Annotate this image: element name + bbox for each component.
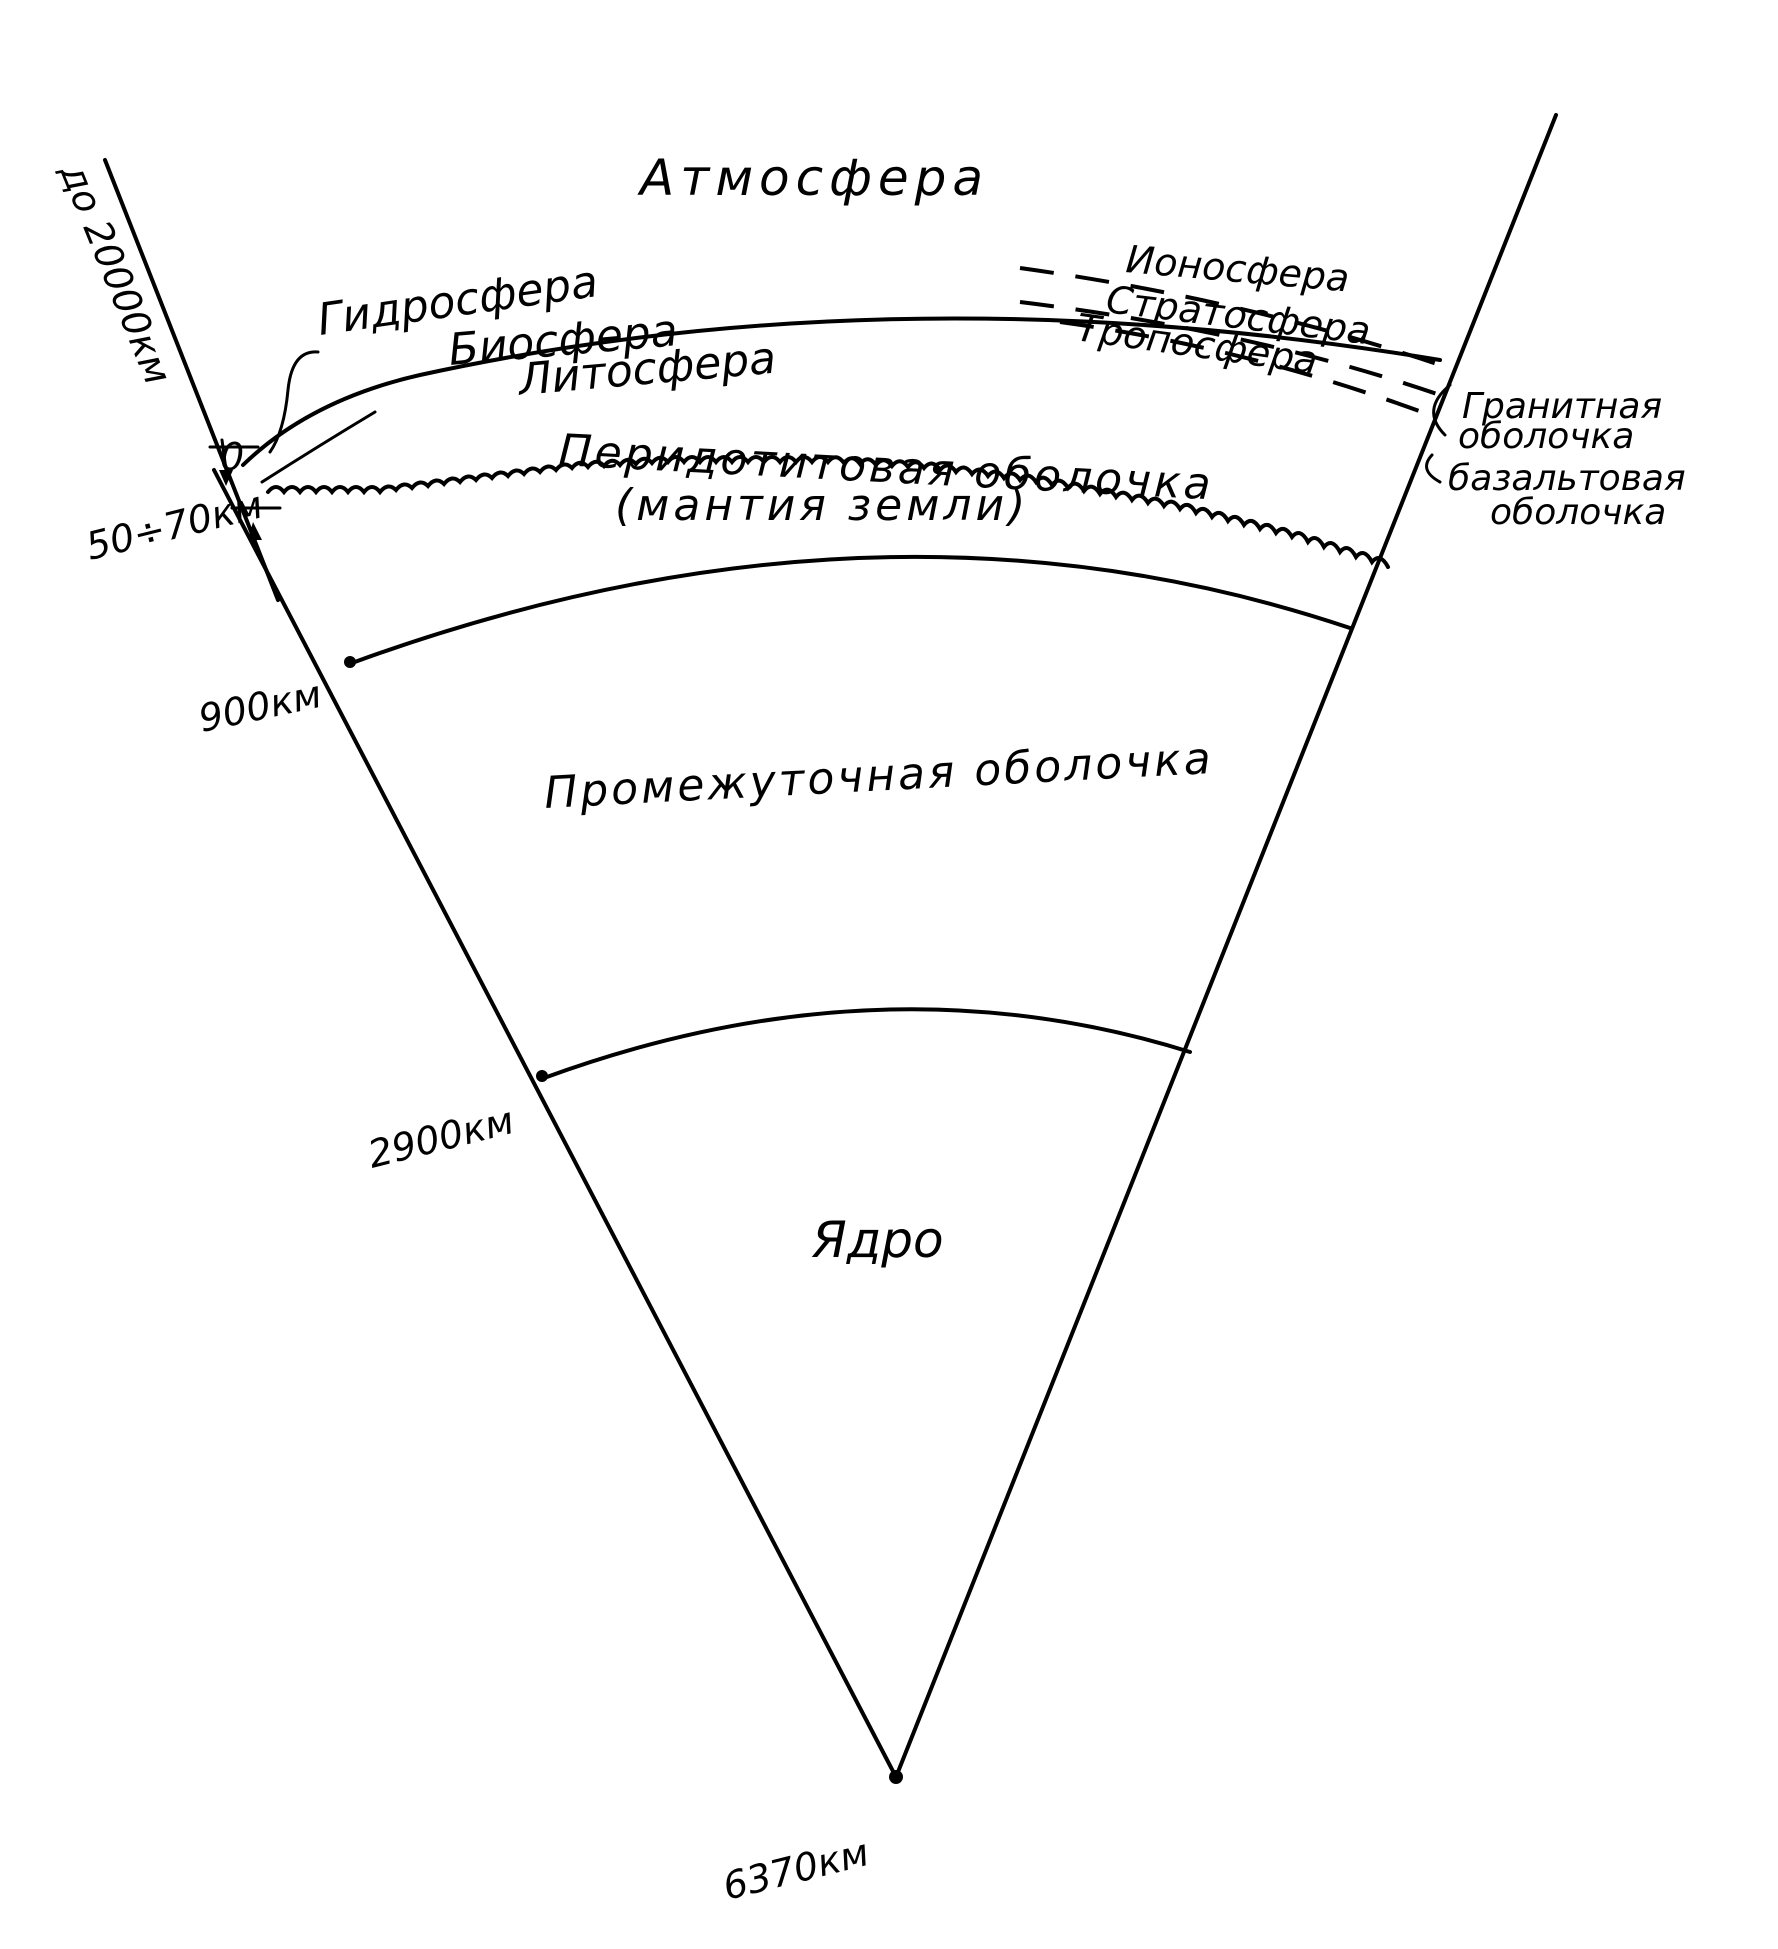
dot-2900km	[536, 1070, 548, 1082]
boundary-arc-2900km	[542, 1007, 1192, 1080]
dot-6370km	[889, 1770, 903, 1784]
granite-shell-label-line1: Гранитная	[1462, 386, 1662, 427]
basalt-bracket	[1425, 453, 1442, 484]
depth-crust-label: 50÷70км	[82, 482, 267, 568]
stratosphere-dash	[1019, 300, 1441, 397]
ionosphere-dash	[1019, 266, 1456, 372]
hydrosphere-pointer	[268, 350, 320, 454]
crust-arrow-head-top	[219, 470, 233, 486]
depth-900km-label: 900км	[195, 672, 326, 741]
sector-left-edge	[212, 468, 898, 1779]
depth-2900km-label: 2900км	[364, 1098, 519, 1177]
boundary-arc-900km	[350, 554, 1352, 665]
core-label: Ядро	[811, 1211, 944, 1269]
sector-right-edge	[894, 113, 1558, 1779]
intermediate-shell-label: Промежуточная оболочка	[543, 733, 1215, 819]
depth-6370km-label: 6370км	[719, 1830, 874, 1909]
crust-arrow-head-bottom	[248, 522, 262, 540]
scale-axis	[103, 158, 280, 602]
troposphere-dash	[1059, 320, 1431, 417]
basalt-shell-label-line2: оболочка	[1490, 492, 1666, 533]
depth-zero-label: 0	[220, 435, 244, 479]
granite-bracket	[1432, 383, 1452, 437]
atmosphere-label: Атмосфера	[637, 149, 989, 207]
basalt-shell-label-line1: базальтовая	[1448, 458, 1686, 499]
lithosphere-wavy-boundary	[266, 455, 1390, 569]
hydrosphere-wedge	[260, 410, 377, 484]
mantle-label-line2: (мантия земли)	[615, 480, 1029, 531]
dot-900km	[344, 656, 356, 668]
granite-shell-label-line2: оболочка	[1458, 416, 1634, 457]
crust-arrow-top	[220, 438, 228, 472]
